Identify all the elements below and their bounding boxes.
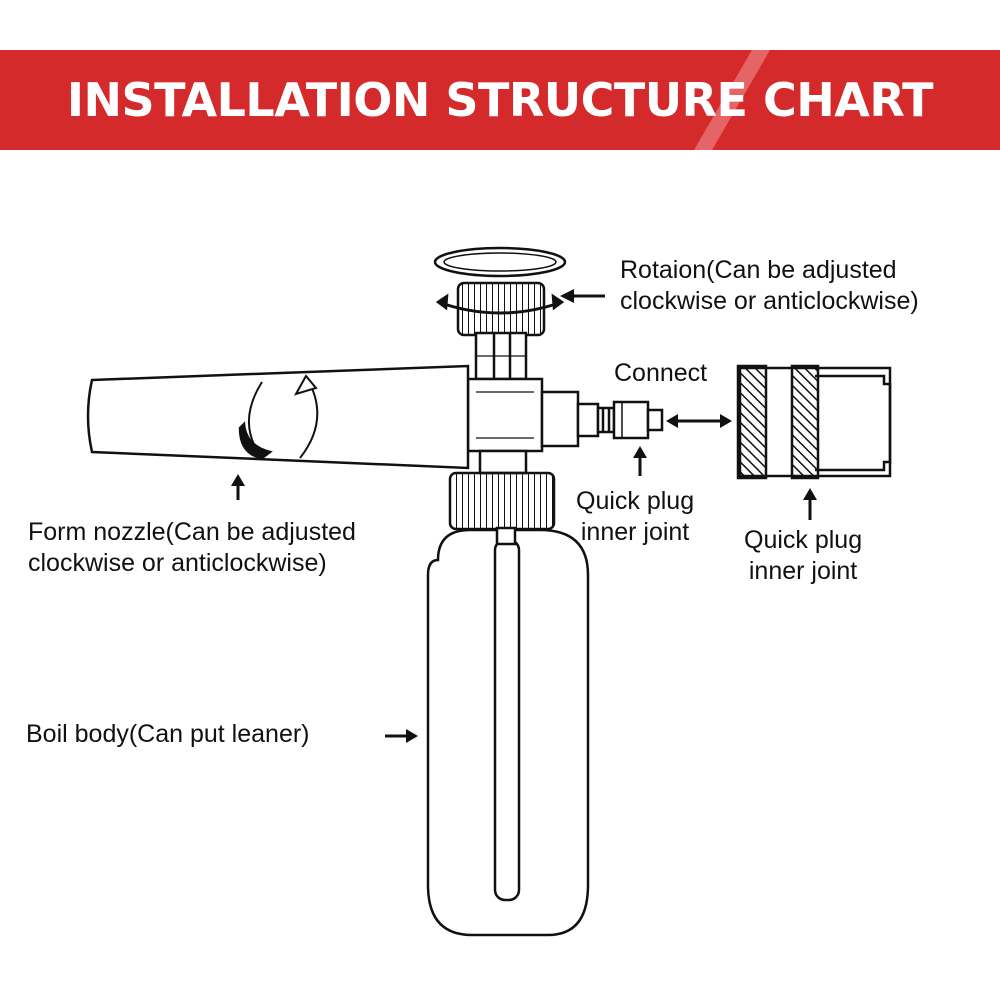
banner-title: INSTALLATION STRUCTURE CHART	[66, 73, 934, 127]
bottle-collar	[448, 471, 556, 531]
quick-plug-right-arrow	[803, 488, 817, 520]
banner-slash	[694, 50, 770, 150]
form-nozzle-label: Form nozzle(Can be adjusted clockwise or…	[28, 517, 356, 579]
rotation-label-line2: clockwise or anticlockwise)	[620, 287, 919, 315]
quick-plug-right-line1: Quick plug	[744, 526, 863, 554]
title-banner: INSTALLATION STRUCTURE CHART	[0, 50, 1000, 150]
main-body	[466, 377, 600, 475]
connect-label: Connect	[614, 359, 708, 387]
rotation-label: Rotaion(Can be adjusted clockwise or ant…	[620, 255, 919, 317]
quick-plug-right-label: Quick plug inner joint	[744, 525, 862, 587]
form-nozzle-line1: Form nozzle(Can be adjusted	[28, 518, 356, 546]
quick-plug-left-line1: Quick plug	[576, 487, 695, 515]
quick-plug-male	[596, 400, 664, 440]
boil-body-bottle	[426, 526, 590, 937]
connect-arrow	[666, 414, 732, 428]
o-ring	[433, 246, 567, 278]
quick-plug-left-arrow	[633, 446, 647, 476]
rotation-arrow	[560, 289, 605, 303]
rotation-label-line1: Rotaion(Can be adjusted	[620, 256, 897, 284]
boil-body-arrow	[385, 729, 418, 743]
foam-nozzle	[86, 364, 470, 470]
quick-plug-left-line2: inner joint	[580, 518, 690, 546]
rotation-adjuster	[435, 281, 565, 337]
form-nozzle-line2: clockwise or anticlockwise)	[28, 549, 327, 577]
quick-plug-left-label: Quick plug inner joint	[576, 486, 694, 548]
form-nozzle-arrow	[231, 474, 245, 500]
quick-plug-coupler	[736, 364, 892, 480]
hex-nut	[474, 331, 528, 381]
boil-body-label: Boil body(Can put leaner)	[26, 720, 310, 748]
quick-plug-right-line2: inner joint	[748, 557, 858, 585]
